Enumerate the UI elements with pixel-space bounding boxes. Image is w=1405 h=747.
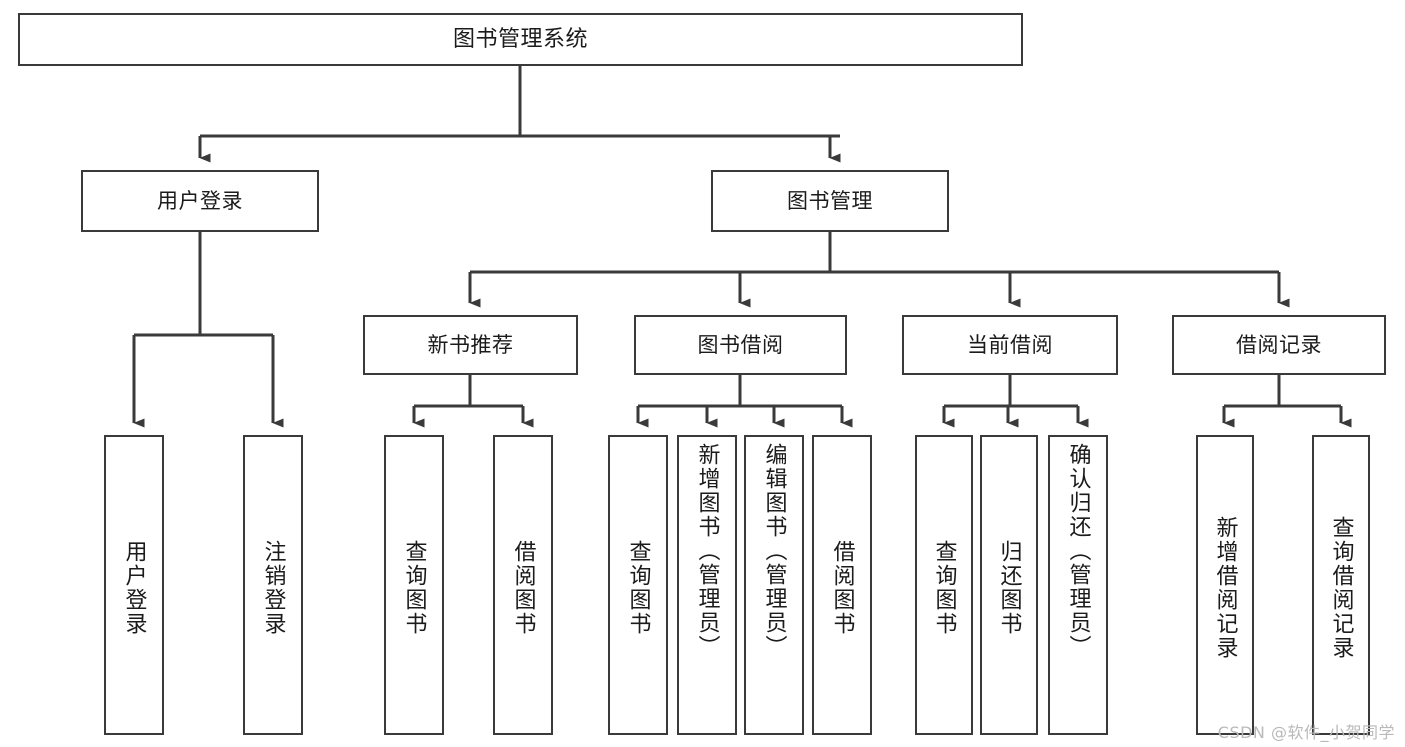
node-leaf-query-book-current[interactable]: 查询图书: [915, 435, 973, 735]
node-leaf-confirm-return-admin[interactable]: 确认归还（管理员）: [1048, 435, 1108, 735]
node-label: 查询图书: [401, 540, 427, 636]
node-label: 查询图书: [625, 540, 651, 636]
node-label: 新增图书（管理员）: [694, 443, 720, 659]
node-leaf-query-book-borrowing[interactable]: 查询图书: [608, 435, 668, 735]
node-label: 借阅记录: [1236, 332, 1322, 357]
node-book-management[interactable]: 图书管理: [711, 170, 949, 232]
node-label: 注销登录: [260, 540, 286, 636]
node-leaf-return-book[interactable]: 归还图书: [980, 435, 1038, 735]
node-borrowing-record[interactable]: 借阅记录: [1172, 315, 1386, 375]
node-leaf-add-book-admin[interactable]: 新增图书（管理员）: [677, 435, 737, 735]
node-leaf-query-borrow-record[interactable]: 查询借阅记录: [1312, 435, 1370, 735]
node-label: 图书管理: [787, 188, 873, 213]
node-leaf-borrow-book-recommendation[interactable]: 借阅图书: [493, 435, 553, 735]
node-label: 用户登录: [121, 540, 147, 636]
node-leaf-query-book-recommendation[interactable]: 查询图书: [384, 435, 444, 735]
node-label: 归还图书: [996, 540, 1022, 636]
node-leaf-borrow-book-borrowing[interactable]: 借阅图书: [812, 435, 872, 735]
node-label: 确认归还（管理员）: [1065, 443, 1091, 659]
csdn-watermark: CSDN @软件_小贺同学: [1217, 723, 1395, 742]
node-label: 查询图书: [931, 540, 957, 636]
node-label: 借阅图书: [510, 540, 536, 636]
node-leaf-logout[interactable]: 注销登录: [243, 435, 303, 735]
node-leaf-add-borrow-record[interactable]: 新增借阅记录: [1196, 435, 1254, 735]
node-root-system[interactable]: 图书管理系统: [18, 13, 1023, 66]
node-label: 图书管理系统: [452, 26, 588, 52]
node-label: 图书借阅: [697, 332, 784, 357]
node-user-login[interactable]: 用户登录: [81, 170, 319, 232]
node-label: 当前借阅: [967, 332, 1053, 357]
node-label: 编辑图书（管理员）: [761, 443, 787, 659]
node-current-borrowing[interactable]: 当前借阅: [902, 315, 1118, 375]
node-label: 查询借阅记录: [1328, 516, 1354, 660]
node-new-book-recommendation[interactable]: 新书推荐: [363, 315, 578, 375]
node-leaf-edit-book-admin[interactable]: 编辑图书（管理员）: [744, 435, 804, 735]
node-label: 新增借阅记录: [1212, 516, 1238, 660]
node-label: 用户登录: [157, 188, 243, 213]
node-label: 借阅图书: [829, 540, 855, 636]
node-label: 新书推荐: [427, 332, 514, 357]
node-leaf-user-login[interactable]: 用户登录: [104, 435, 164, 735]
node-book-borrowing[interactable]: 图书借阅: [634, 315, 847, 375]
